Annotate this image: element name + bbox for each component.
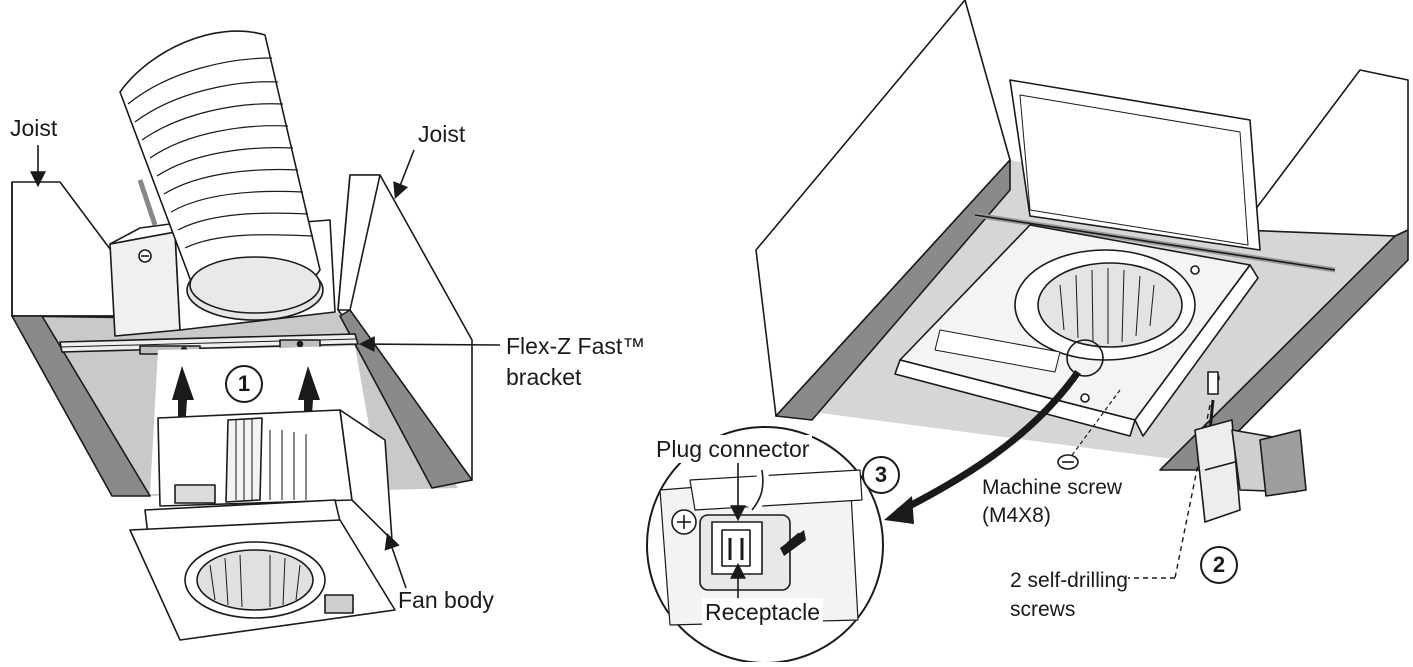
joist-right-label: Joist <box>418 121 466 147</box>
flexible-duct <box>119 30 321 314</box>
step-2-badge: 2 <box>1200 546 1238 584</box>
self-drilling-label-line2: screws <box>1010 598 1076 621</box>
self-drilling-label-line1: 2 self-drilling <box>1010 569 1128 592</box>
fan-body-label: Fan body <box>398 587 494 613</box>
step-3-badge: 3 <box>862 456 900 494</box>
housing-frame <box>974 79 1336 273</box>
insert-arrows <box>172 366 320 430</box>
detail-callout-source <box>1066 339 1104 377</box>
machine-screw-label-line1: Machine screw <box>982 476 1123 499</box>
receptacle-label: Receptacle <box>702 598 824 626</box>
right-view-right-joist <box>1159 69 1409 471</box>
plug-connector-label: Plug connector <box>653 435 813 463</box>
step-1-badge: 1 <box>225 365 263 403</box>
left-panel-fan-insertion <box>11 30 501 641</box>
left-leaders <box>30 145 501 589</box>
machine-screw-label-line2: (M4X8) <box>982 504 1051 527</box>
bracket-label-line1: Flex-Z Fast™ <box>506 333 646 359</box>
detail-callout-arrow <box>896 369 1081 516</box>
right-view-left-joist <box>755 0 1011 421</box>
joist-left-label: Joist <box>10 115 58 141</box>
drill-icon <box>1194 399 1307 523</box>
mounted-fan-body <box>894 224 1259 437</box>
bracket-label-line2: bracket <box>506 364 582 390</box>
machine-screw <box>1057 389 1121 470</box>
right-panel-wiring-and-fastening <box>646 0 1409 664</box>
fan-body <box>129 409 396 641</box>
right-joist <box>337 174 473 489</box>
